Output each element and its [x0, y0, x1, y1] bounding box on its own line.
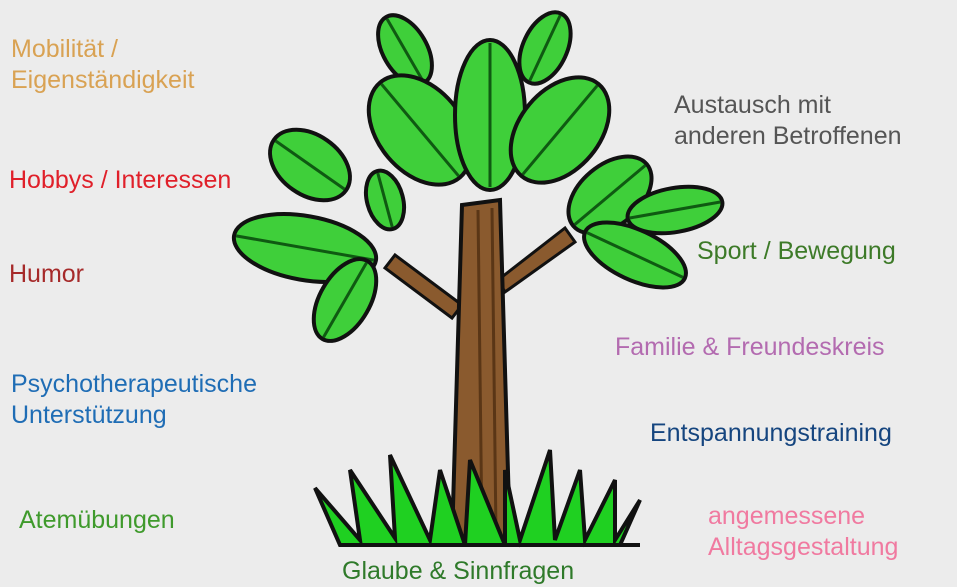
label-line: Hobbys / Interessen: [9, 165, 231, 196]
label-sport: Sport / Bewegung: [697, 236, 896, 267]
label-line: Glaube & Sinnfragen: [342, 556, 574, 587]
label-line: Sport / Bewegung: [697, 236, 896, 267]
label-alltag: angemessene Alltagsgestaltung: [708, 501, 898, 563]
label-line: Austausch mit: [674, 90, 902, 121]
label-line: angemessene: [708, 501, 898, 532]
label-psycho: Psychotherapeutische Unterstützung: [11, 369, 257, 431]
label-entspannung: Entspannungstraining: [650, 418, 892, 449]
label-line: Entspannungstraining: [650, 418, 892, 449]
leaf: [360, 166, 410, 233]
label-mobilitaet: Mobilität / Eigenständigkeit: [11, 34, 194, 96]
label-line: Familie & Freundeskreis: [615, 332, 885, 363]
label-line: Mobilität /: [11, 34, 194, 65]
label-line: Psychotherapeutische: [11, 369, 257, 400]
leaf: [257, 115, 363, 215]
label-familie: Familie & Freundeskreis: [615, 332, 885, 363]
label-hobbys: Hobbys / Interessen: [9, 165, 231, 196]
label-humor: Humor: [9, 259, 84, 290]
label-line: anderen Betroffenen: [674, 121, 902, 152]
label-austausch: Austausch mit anderen Betroffenen: [674, 90, 902, 152]
label-glaube: Glaube & Sinnfragen: [342, 556, 574, 587]
label-line: Eigenständigkeit: [11, 65, 194, 96]
label-atem: Atemübungen: [19, 505, 175, 536]
label-line: Humor: [9, 259, 84, 290]
label-line: Alltagsgestaltung: [708, 532, 898, 563]
label-line: Atemübungen: [19, 505, 175, 536]
label-line: Unterstützung: [11, 400, 257, 431]
